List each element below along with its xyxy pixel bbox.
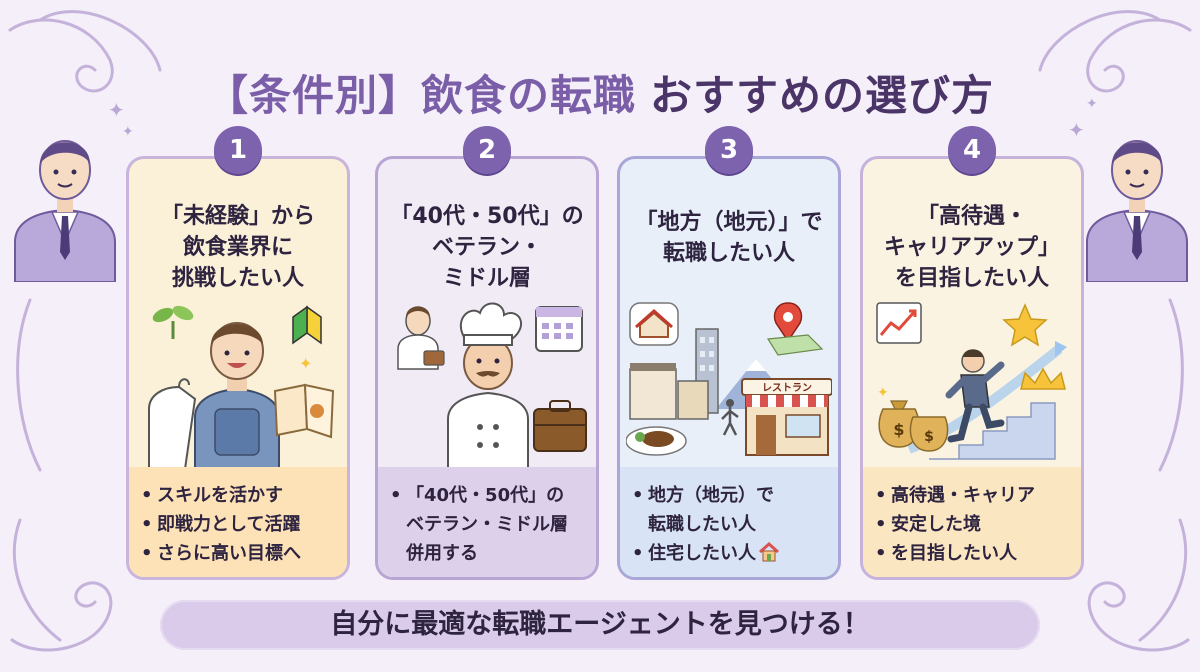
food-plate-icon — [626, 426, 687, 456]
list-item: •さらに高い目標へ — [141, 543, 301, 564]
house-icon — [759, 541, 779, 562]
sparkle-icon: ✦ — [122, 124, 134, 140]
sparkle-icon: ✦ — [108, 98, 125, 122]
menu-book-icon — [273, 383, 335, 439]
list-item: •を目指したい人 — [875, 543, 1017, 564]
list-item: ベテラン・ミドル層 — [406, 514, 568, 535]
card-title: 「40代・50代」の ベテラン・ ミドル層 — [390, 204, 584, 291]
chef-illustration — [397, 302, 587, 469]
svg-text:✦: ✦ — [877, 385, 889, 401]
card-1-points: •スキルを活かす •即戦力として活躍 •さらに高い目標へ — [129, 467, 347, 577]
person-icon — [14, 140, 116, 282]
card-title: 「未経験」から 飲食業界に 挑戦したい人 — [160, 204, 315, 291]
card-4-points: •高待遇・キャリア •安定した境 •を目指したい人 — [863, 467, 1081, 577]
star-icon — [1002, 303, 1048, 347]
list-item: •「40代・50代」の — [390, 485, 565, 506]
call-to-action-banner: 自分に最適な転職エージェントを見つける！ — [160, 600, 1040, 650]
card-4-number-badge: 4 — [944, 126, 1000, 184]
list-item: •安定した境 — [875, 514, 981, 535]
sparkle-icon: ✦ — [1068, 118, 1085, 142]
sprout-icon — [152, 305, 194, 339]
list-item: •高待遇・キャリア — [875, 485, 1035, 506]
shop-sign: レストラン — [762, 382, 812, 394]
money-bag-icon: $ $ — [878, 400, 949, 452]
calendar-icon — [535, 306, 583, 352]
page-title: 【条件別】飲食の転職おすすめの選び方 — [0, 62, 1200, 123]
title-part-1: 【条件別】飲食の転職 — [205, 71, 636, 121]
list-item: 併用する — [406, 543, 478, 564]
card-title: 「地方（地元）」で 転職したい人 — [635, 210, 823, 266]
svg-text:$: $ — [893, 420, 904, 439]
svg-text:$: $ — [924, 429, 934, 445]
beginner-mark-icon — [292, 305, 322, 345]
card-title: 「高待遇・ キャリアアップ」 を目指したい人 — [883, 204, 1060, 291]
card-3-points: •地方（地元）で 転職したい人 •住宅したい人 — [620, 467, 838, 577]
card-2-number-badge: 2 — [459, 126, 515, 184]
sparkle-icon: ✦ — [1086, 96, 1098, 112]
card-veteran: 「40代・50代」の ベテラン・ ミドル層 — [375, 156, 599, 580]
card-inexperienced: 「未経験」から 飲食業界に 挑戦したい人 ✦ •スキルを活かす — [126, 156, 350, 580]
crown-icon — [1020, 367, 1066, 390]
title-part-2: おすすめの選び方 — [650, 71, 995, 121]
card-local: 「地方（地元）」で 転職したい人 レストラン — [617, 156, 841, 580]
chart-up-icon — [876, 302, 922, 344]
card-2-points: •「40代・50代」の ベテラン・ミドル層 併用する — [378, 467, 596, 577]
list-item: •即戦力として活躍 — [141, 514, 301, 535]
walking-person-icon — [721, 399, 739, 436]
briefcase-icon — [533, 400, 587, 452]
card-3-number-badge: 3 — [701, 126, 757, 184]
svg-text:✦: ✦ — [299, 354, 312, 373]
career-up-illustration: $ $ ✦ — [876, 302, 1067, 460]
list-item: •地方（地元）で — [632, 485, 774, 506]
restaurant-icon: レストラン — [741, 378, 832, 456]
list-item: 転職したい人 — [648, 514, 756, 535]
list-item: •スキルを活かす — [141, 485, 283, 506]
person-icon — [1086, 140, 1188, 282]
house-icon — [629, 302, 679, 346]
map-pin-icon — [766, 302, 824, 356]
person-icon — [397, 306, 445, 370]
chef-icon — [447, 302, 529, 469]
local-town-illustration: レストラン — [626, 302, 832, 456]
card-career-up: 「高待遇・ キャリアアップ」 を目指したい人 — [860, 156, 1084, 580]
beginner-staff-illustration: ✦ — [148, 305, 335, 469]
card-1-number-badge: 1 — [210, 126, 266, 184]
list-item: •住宅したい人 — [632, 539, 828, 568]
businessman-icon — [945, 349, 1005, 443]
